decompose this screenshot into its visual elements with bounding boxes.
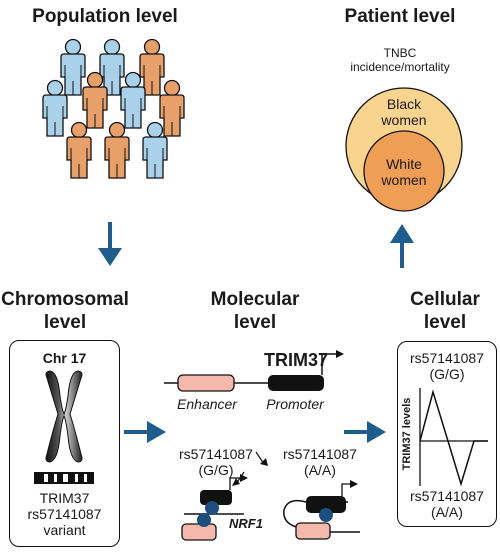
nrf1-label: NRF1 — [229, 516, 263, 531]
cellular-box — [397, 341, 497, 527]
transcription-arrow-icon — [240, 474, 248, 482]
right-arrow-icon — [344, 421, 386, 443]
trim37-trace — [419, 389, 488, 487]
tnbc-caption: TNBC incidence/mortality — [350, 46, 450, 74]
trim37-gene-label: TRIM37 — [263, 350, 328, 370]
white-women-label: White women — [381, 156, 427, 188]
cellular-gg-label: rs57141087 (G/G) — [410, 350, 484, 382]
transcription-arrow-icon — [350, 480, 358, 488]
promoter-element — [268, 375, 324, 391]
variant-label: TRIM37 rs57141087 variant — [27, 490, 102, 538]
allele-gg-label: rs57141087 (G/G) — [179, 446, 253, 478]
right-arrow-icon — [124, 421, 166, 443]
white-women-circle — [363, 130, 445, 212]
molecular-level-title: Molecular level — [210, 289, 300, 333]
transcription-arrow-icon — [336, 350, 344, 358]
enhancer-element — [295, 522, 331, 540]
nrf1-dot — [197, 513, 211, 527]
chromosome-band-bar — [34, 472, 94, 484]
up-arrow-icon — [390, 224, 414, 268]
enhancer-element — [177, 374, 235, 392]
black-women-label: Black women — [381, 96, 427, 128]
patient-level-title: Patient level — [344, 6, 456, 27]
promoter-element — [200, 490, 232, 505]
cellular-aa-label: rs57141087 (A/A) — [410, 488, 484, 520]
promoter-element — [306, 496, 346, 513]
pointer-arrow-icon — [255, 451, 268, 466]
gg-construct — [181, 474, 248, 541]
nrf1-dot — [319, 508, 333, 522]
nrf1-dot — [205, 501, 219, 515]
trim37-levels-axis-label: TRIM37 levels — [401, 397, 413, 471]
down-arrow-icon — [98, 222, 122, 266]
cellular-level-title: Cellular level — [410, 289, 480, 333]
chromosome-icon — [45, 370, 83, 463]
aa-construct — [283, 480, 360, 540]
allele-aa-label: rs57141087 (A/A) — [283, 446, 357, 478]
chromosomal-box — [9, 340, 120, 547]
population-level-title: Population level — [32, 6, 178, 27]
gene-construct — [164, 350, 344, 392]
chromosomal-level-title: Chromosomal level — [1, 289, 129, 333]
chr-17-label: Chr 17 — [42, 350, 87, 366]
promoter-label: Promoter — [266, 396, 324, 412]
enhancer-label: Enhancer — [177, 396, 237, 412]
